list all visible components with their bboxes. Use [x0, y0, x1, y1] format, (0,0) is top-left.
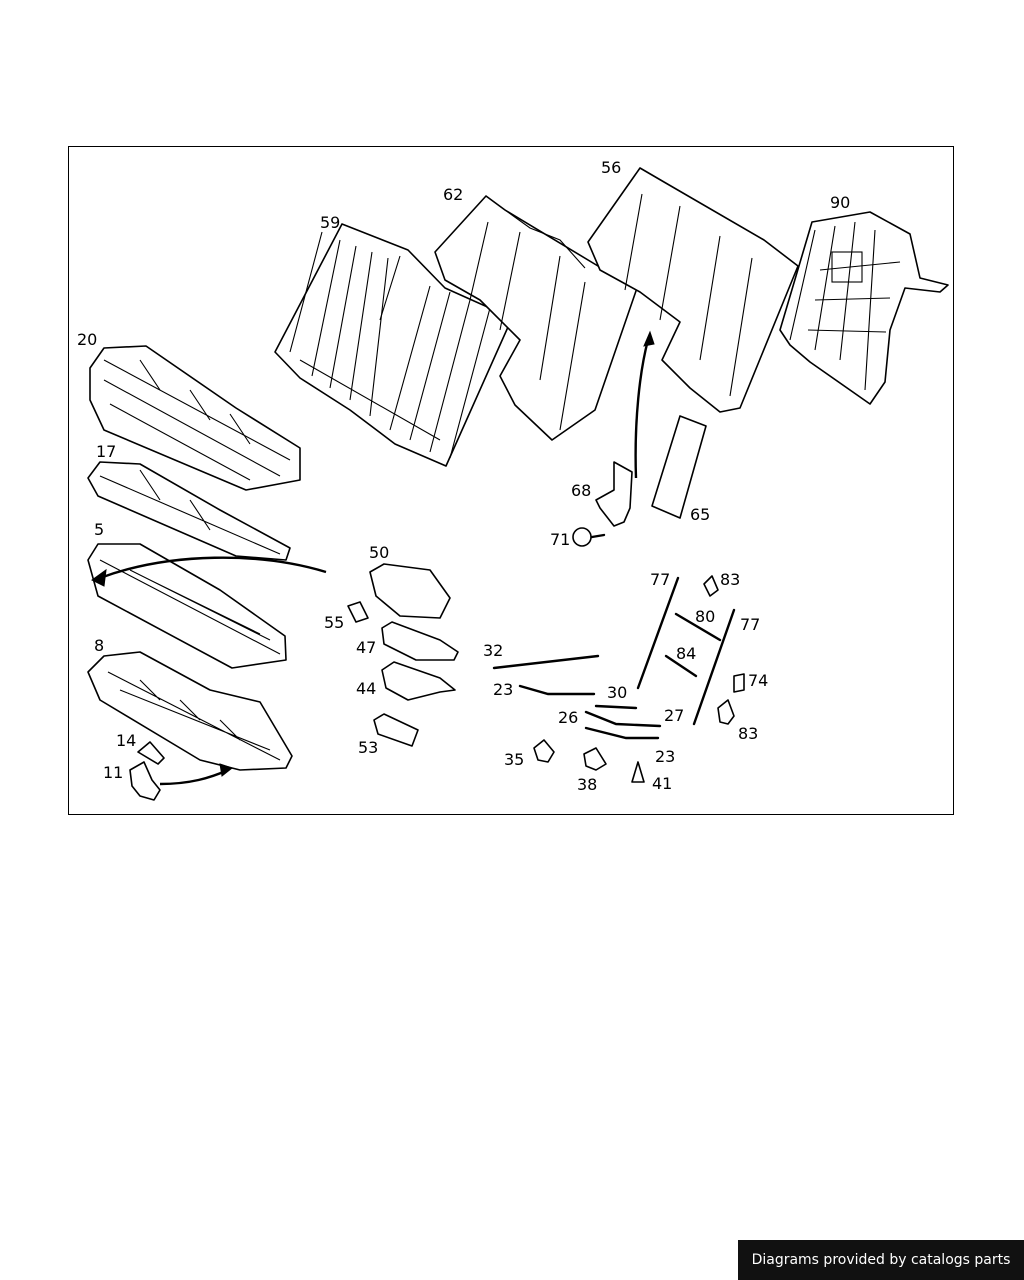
callout-90: 90 [830, 193, 850, 212]
part-74-clip[interactable] [733, 673, 745, 693]
part-84-rod[interactable] [664, 654, 698, 678]
part-8-seat-base[interactable] [87, 651, 293, 771]
assembly-arrow-68 [634, 339, 650, 479]
part-26-rod[interactable] [584, 710, 662, 728]
part-62-backrest-frame[interactable] [434, 195, 638, 441]
callout-68: 68 [571, 481, 591, 500]
callout-47: 47 [356, 638, 376, 657]
part-17-seat-foam[interactable] [87, 461, 291, 561]
part-83-clip-a[interactable] [703, 575, 719, 597]
callout-27: 27 [664, 706, 684, 725]
callout-23b: 23 [655, 747, 675, 766]
assembly-arrow-5 [99, 556, 327, 580]
part-77-rod-b[interactable] [692, 608, 736, 726]
callout-83a: 83 [720, 570, 740, 589]
part-56-backrest-cushion[interactable] [587, 167, 799, 413]
callout-50: 50 [369, 543, 389, 562]
callout-41: 41 [652, 774, 672, 793]
part-77-rod-a[interactable] [636, 576, 680, 690]
part-83-clip-b[interactable] [717, 699, 735, 725]
callout-44: 44 [356, 679, 376, 698]
part-90-backrest-metal-frame[interactable] [779, 211, 949, 405]
part-23-rod-b[interactable] [584, 726, 660, 740]
callout-71: 71 [550, 530, 570, 549]
callout-53: 53 [358, 738, 378, 757]
arrow-head-68 [643, 330, 655, 347]
part-65-panel[interactable] [651, 415, 707, 519]
callout-26: 26 [558, 708, 578, 727]
callout-23a: 23 [493, 680, 513, 699]
callout-62: 62 [443, 185, 463, 204]
part-44-block[interactable] [381, 661, 456, 701]
callout-80: 80 [695, 607, 715, 626]
callout-56: 56 [601, 158, 621, 177]
part-14-clip[interactable] [137, 741, 165, 765]
credit-banner: Diagrams provided by catalogs parts [738, 1240, 1024, 1280]
callout-30: 30 [607, 683, 627, 702]
part-50-foam-block[interactable] [369, 563, 451, 619]
callout-32: 32 [483, 641, 503, 660]
callout-5: 5 [94, 520, 104, 539]
callout-38: 38 [577, 775, 597, 794]
callout-8: 8 [94, 636, 104, 655]
part-23-rod-a[interactable] [518, 684, 596, 696]
callout-84: 84 [676, 644, 696, 663]
part-55-clip[interactable] [347, 601, 369, 623]
part-32-rod[interactable] [492, 654, 600, 670]
part-68-bracket[interactable] [595, 461, 633, 527]
part-71-bolt[interactable] [572, 527, 592, 547]
part-35-clip[interactable] [533, 739, 555, 763]
callout-20: 20 [77, 330, 97, 349]
callout-14: 14 [116, 731, 136, 750]
callout-77b: 77 [740, 615, 760, 634]
credit-text: Diagrams provided by catalogs parts [751, 1252, 1011, 1268]
assembly-arrow-11 [159, 768, 229, 786]
callout-59: 59 [320, 213, 340, 232]
callout-74: 74 [748, 671, 768, 690]
callout-65: 65 [690, 505, 710, 524]
callout-55: 55 [324, 613, 344, 632]
part-38-clip[interactable] [583, 747, 607, 771]
part-41-push-pin[interactable] [631, 761, 645, 783]
part-53-pad[interactable] [373, 713, 419, 747]
callout-35: 35 [504, 750, 524, 769]
callout-17: 17 [96, 442, 116, 461]
part-71-bolt-shaft [590, 533, 606, 539]
arrow-head-5 [91, 568, 107, 587]
part-11-latch[interactable] [129, 761, 161, 801]
callout-11: 11 [103, 763, 123, 782]
arrow-head-11 [219, 763, 234, 777]
part-47-bracket[interactable] [381, 621, 459, 661]
part-30-rod[interactable] [594, 704, 638, 710]
part-20-seat-cover[interactable] [89, 345, 301, 491]
part-5-seat-frame[interactable] [87, 543, 287, 669]
part-80-rod[interactable] [674, 612, 722, 642]
callout-77a: 77 [650, 570, 670, 589]
callout-83b: 83 [738, 724, 758, 743]
part-59-backrest-cover[interactable] [274, 223, 513, 467]
